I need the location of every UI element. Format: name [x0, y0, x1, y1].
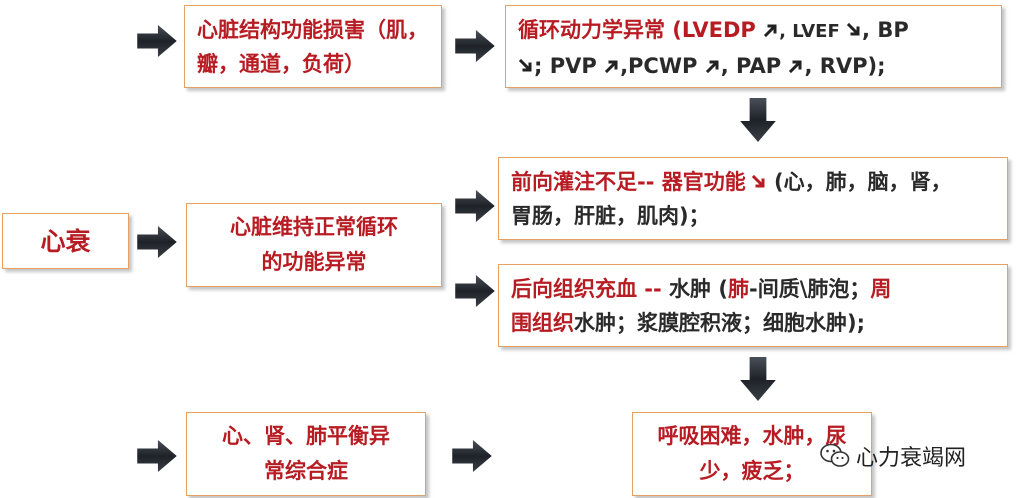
- pap-label: , PAP: [720, 54, 789, 78]
- forward-label: 前向灌注不足-- 器官功能: [511, 170, 746, 194]
- box-symptoms: 呼吸困难，水肿，尿 少，疲乏；: [632, 412, 872, 496]
- heart-failure-label: 心衰: [40, 226, 91, 256]
- arrow-down-2: [738, 357, 778, 401]
- backward-label: 后向组织充血 --: [511, 277, 662, 301]
- box-hemodynamic: 循环动力学异常 (LVEDP , LVEF , BP ; PVP ,PCWP ,…: [505, 5, 1002, 88]
- box-forward-perfusion: 前向灌注不足-- 器官功能 (心，肺，脑，肾， 胃肠，肝脏，肌肉)；: [498, 157, 1008, 240]
- rvp-label: , RVP);: [804, 54, 886, 78]
- arrow-down-icon: [846, 22, 862, 38]
- lung-label: 肺: [727, 277, 749, 301]
- syndrome-line2: 常综合症: [264, 459, 348, 483]
- edema-label: 水肿 (: [661, 277, 728, 301]
- watermark-text: 心力衰竭网: [856, 446, 967, 471]
- arrow-right-row1-b: [455, 30, 495, 62]
- bp-label: , BP: [862, 18, 909, 42]
- forward-line2: 胃肠，肝脏，肌肉)；: [511, 204, 710, 228]
- structural-damage-text: 心脏结构功能损害（肌，瓣，通道，负荷）: [197, 18, 428, 76]
- pvp-label: ; PVP: [534, 54, 605, 78]
- arrow-up-icon: [604, 58, 620, 74]
- arrow-right-row3-a: [137, 440, 177, 472]
- arrow-right-forward: [455, 190, 495, 222]
- arrow-down-icon: [751, 174, 767, 190]
- symptoms-line1: 呼吸困难，水肿，尿: [657, 424, 847, 448]
- box-structural-damage: 心脏结构功能损害（肌，瓣，通道，负荷）: [184, 5, 442, 88]
- arrow-right-row2-a: [137, 226, 177, 258]
- peripheral-label-a: 周: [870, 277, 892, 301]
- hemodynamic-line1: 循环动力学异常 (LVEDP , LVEF , BP: [518, 13, 989, 49]
- interstitial-label: -间质\肺泡；: [748, 277, 871, 301]
- arrow-down-1: [738, 98, 778, 142]
- forward-organs: (心，肺，脑，肾，: [766, 170, 952, 194]
- arrow-up-icon: [763, 22, 779, 38]
- hemodynamic-line2: ; PVP ,PCWP , PAP , RVP);: [518, 49, 989, 83]
- arrow-down-icon: [518, 58, 534, 74]
- hemodynamic-label: 循环动力学异常 (LVEDP: [518, 18, 764, 42]
- box-backward-congestion: 后向组织充血 -- 水肿 (肺-间质\肺泡；周 围组织水肿；浆膜腔积液；细胞水肿…: [498, 264, 1008, 347]
- arrow-up-icon: [788, 58, 804, 74]
- wechat-icon: [820, 443, 850, 467]
- edema-list: 水肿；浆膜腔积液；细胞水肿);: [574, 311, 865, 335]
- box-cardiorenal-syndrome: 心、肾、肺平衡异 常综合症: [186, 412, 426, 496]
- backward-line1: 后向组织充血 -- 水肿 (肺-间质\肺泡；周: [511, 272, 995, 306]
- box-heart-failure: 心衰: [2, 213, 129, 269]
- arrow-right-backward: [455, 275, 495, 307]
- peripheral-label-b: 围组织: [511, 311, 574, 335]
- backward-line2: 围组织水肿；浆膜腔积液；细胞水肿);: [511, 306, 995, 340]
- arrow-right-row3-b: [452, 440, 492, 472]
- symptoms-line2: 少，疲乏；: [699, 459, 805, 483]
- watermark: 心力衰竭网: [820, 440, 966, 472]
- arrow-up-icon: [705, 58, 721, 74]
- arrow-right-row1-a: [137, 25, 177, 57]
- box-circulation-dysfunction: 心脏维持正常循环 的功能异常: [186, 203, 442, 287]
- lvef-label: , LVEF: [779, 21, 847, 42]
- pcwp-label: ,PCWP: [620, 54, 705, 78]
- forward-line1: 前向灌注不足-- 器官功能 (心，肺，脑，肾，: [511, 165, 995, 199]
- syndrome-line1: 心、肾、肺平衡异: [222, 424, 390, 448]
- circulation-line1: 心脏维持正常循环: [230, 215, 398, 239]
- circulation-line2: 的功能异常: [261, 250, 367, 274]
